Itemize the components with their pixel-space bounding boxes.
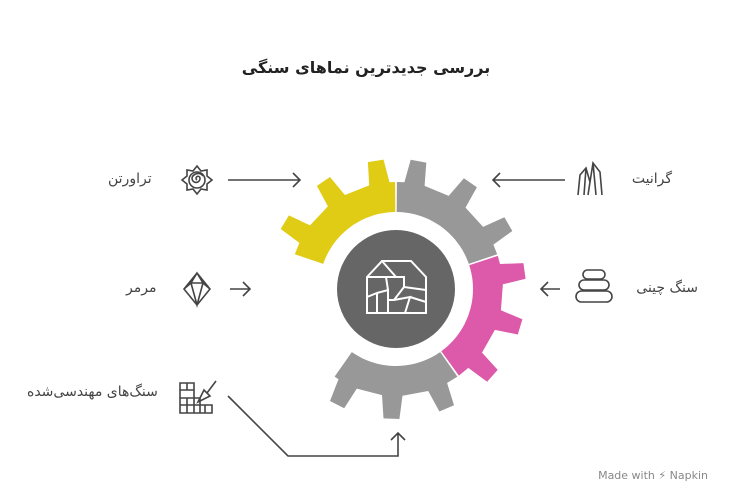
arrow-travertine [228,172,302,188]
gear-segment-granite [396,159,513,264]
label-granite: گرانیت [631,171,672,187]
made-with-text: Made with [598,469,655,482]
arrow-engineered [227,395,406,457]
stacked-stones-icon [575,269,613,303]
center-circle [337,230,455,348]
label-travertine: تراورتن [108,171,152,187]
label-stacked-stone: سنگ چینی [636,280,698,296]
gear-segment-stacked-stone [441,255,526,382]
gear-segment-travertine [280,159,396,264]
napkin-logo-icon: ⚡︎ [658,469,667,482]
brand-text: Napkin [669,469,708,482]
label-engineered-stone: سنگ‌های مهندسی‌شده [27,384,158,400]
brick-wall-trowel-icon [179,380,217,414]
arrow-granite [491,172,565,188]
spiral-sun-icon [180,164,214,196]
crystal-icon [577,161,603,196]
diagram-title: بررسی جدیدترین نماهای سنگی [241,58,491,77]
arrow-marble [230,281,252,297]
footer-credit: Made with ⚡︎ Napkin [598,469,708,482]
label-marble: مرمر [126,280,157,296]
arrow-stacked [539,281,560,297]
cracked-house-icon [366,260,427,314]
diamond-icon [182,271,212,309]
gear-segment-engineered [330,352,458,419]
arrows [227,172,565,457]
